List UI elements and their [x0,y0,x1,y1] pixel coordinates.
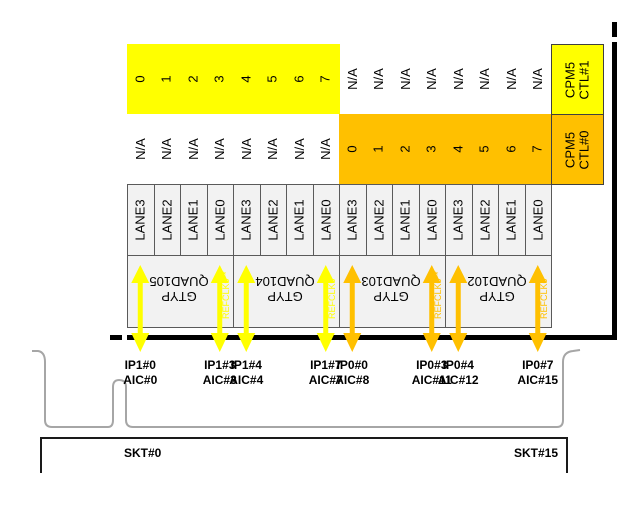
row-ctl0-cell: 0 [339,114,367,184]
arrow-head-down [210,333,229,352]
lane-cell: LANE3 [339,184,367,256]
arrow-shaft [217,280,223,334]
row-ctl0-cell: 6 [498,114,526,184]
row-ctl1-cell: 5 [259,44,287,114]
socket-label-last: SKT#15 [514,446,559,460]
arrow-shaft [535,280,541,334]
ip-label: IP0#4 [442,358,474,372]
lane-cell: LANE2 [153,184,181,256]
arrow-head-down [449,333,468,352]
row-ctl1-cell: 3 [206,44,234,114]
row-ctl0-cell: 5 [471,114,499,184]
arrow-head-up [449,265,468,283]
arrow-head-up [528,265,547,283]
row-ctl1-cell: 7 [312,44,340,114]
aic-label: AIC#4 [229,373,264,387]
arrow-shaft [349,280,355,334]
arrow-head-up [316,265,335,283]
lane-cell: LANE0 [312,184,340,256]
aic-label: AIC#11 [411,373,452,387]
arrow-shaft [323,280,329,334]
lane-cell: LANE2 [471,184,499,256]
row-ctl1-cell: 1 [153,44,181,114]
ip-label: IP1#3 [204,358,236,372]
arrow-shaft [429,280,435,334]
lane-cell: LANE2 [365,184,393,256]
cpm5-ctl0-box: CPM5 CTL#0 [551,114,604,185]
row-ctl0-cell: 1 [365,114,393,184]
link-arrow-7 [316,265,335,352]
fpga-boundary-bottom-dash [110,335,122,340]
arrow-head-down [237,333,256,352]
socket-label-first: SKT#0 [124,446,162,460]
fpga-boundary-right-dash [612,22,617,37]
aic-label: AIC#12 [437,373,479,387]
ip-label: IP1#0 [124,358,156,372]
arrow-head-up [343,265,362,283]
ip-label: IP0#3 [416,358,448,372]
socket-box-outline [40,437,568,473]
row-ctl0-cell: 2 [392,114,420,184]
arrow-shaft [137,280,143,334]
arrow-head-up [422,265,441,283]
row-ctl1-cell: 2 [180,44,208,114]
arrow-head-down [131,333,150,352]
ip-label: IP1#4 [230,358,262,372]
link-arrow-15 [528,265,547,352]
aic-label: AIC#8 [335,373,370,387]
row-ctl0-cell: 4 [445,114,473,184]
lane-cell: LANE0 [524,184,552,256]
aic-label: AIC#7 [308,373,343,387]
aic-label: AIC#3 [202,373,237,387]
arrow-head-down [528,333,547,352]
arrow-head-down [343,333,362,352]
ip-label: IP1#7 [310,358,342,372]
connector-outline-left [32,349,581,428]
arrow-shaft [455,280,461,334]
fpga-boundary-right [612,42,617,340]
link-arrow-4 [237,265,256,352]
arrow-head-down [422,333,441,352]
link-arrow-8 [343,265,362,352]
link-arrow-11 [422,265,441,352]
row-ctl0-cell: 3 [418,114,446,184]
lane-cell: LANE3 [127,184,155,256]
arrow-head-up [237,265,256,283]
arrow-shaft [243,280,249,334]
row-ctl1-cell: 0 [127,44,155,114]
arrow-head-up [210,265,229,283]
lane-cell: LANE1 [498,184,526,256]
link-arrow-3 [210,265,229,352]
arrow-head-down [316,333,335,352]
row-ctl1-cell: 6 [286,44,314,114]
row-ctl1-cell: 4 [233,44,261,114]
ip-label: IP0#7 [522,358,554,372]
link-arrow-0 [131,265,150,352]
link-arrow-12 [449,265,468,352]
fpga-boundary-bottom [127,335,617,340]
lane-cell: LANE1 [180,184,208,256]
arrow-head-up [131,265,150,283]
aic-label: AIC#0 [123,373,158,387]
lane-cell: LANE3 [445,184,473,256]
row-ctl0-cell: 7 [524,114,552,184]
ip-label: IP0#0 [336,358,368,372]
aic-label: AIC#15 [517,373,559,387]
